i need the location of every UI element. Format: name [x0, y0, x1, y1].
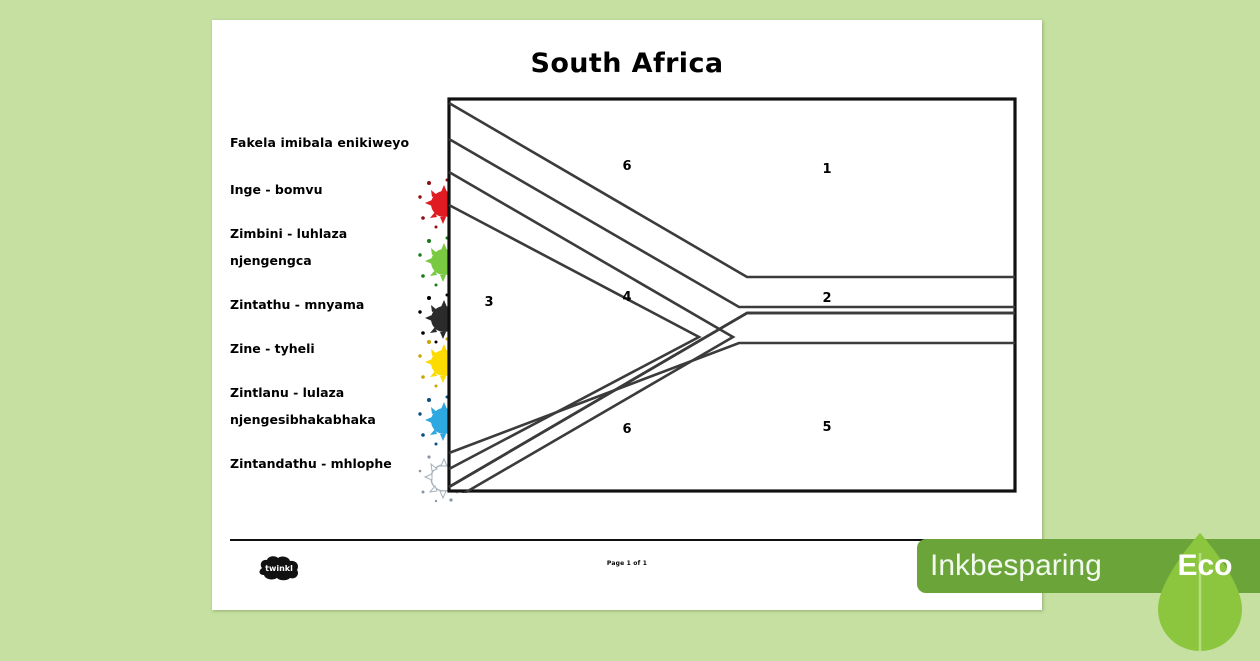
flag-region-number: 4 — [622, 290, 631, 305]
svg-text:twinkl: twinkl — [265, 564, 293, 573]
list-item: Zimbini - luhlaza njengengca — [230, 220, 468, 287]
page-footer: twinkl Page 1 of 1 — [230, 547, 1024, 587]
list-item: Zine - tyheli — [230, 335, 468, 388]
colour-key-legend: Fakela imibala enikiweyo Inge - bomvu — [230, 135, 468, 503]
flag-region-number: 6 — [622, 422, 631, 437]
legend-item-label: Inge - bomvu — [230, 182, 323, 197]
page-title: South Africa — [530, 48, 724, 79]
flag-region-number: 1 — [822, 162, 831, 177]
flag-region-number: 6 — [622, 159, 631, 174]
worksheet-page: South Africa Fakela imibala enikiweyo In… — [212, 20, 1042, 610]
list-item: Zintlanu - lulaza njengesibhakabhaka — [230, 379, 468, 446]
legend-item-label: Zimbini - luhlaza njengengca — [230, 226, 348, 268]
eco-label: Inkbesparing — [930, 549, 1102, 582]
eco-leaf-label: Eco — [1177, 549, 1233, 582]
flag-outline-diagram: 1 2 5 3 4 6 6 — [447, 97, 1017, 493]
list-item: Zintandathu - mhlophe — [230, 450, 468, 503]
legend-item-label: Zintlanu - lulaza njengesibhakabhaka — [230, 385, 376, 427]
list-item: Inge - bomvu — [230, 176, 468, 229]
legend-heading: Fakela imibala enikiweyo — [230, 135, 410, 150]
flag-region-number: 5 — [822, 420, 831, 435]
legend-item-label: Zintathu - mnyama — [230, 297, 365, 312]
flag-region-number: 3 — [484, 295, 493, 310]
flag-region-number: 2 — [822, 291, 831, 306]
page-count-label: Page 1 of 1 — [606, 560, 648, 567]
twinkl-logo: twinkl — [256, 555, 302, 581]
list-item: Zintathu - mnyama — [230, 291, 468, 344]
legend-item-label: Zintandathu - mhlophe — [230, 456, 392, 471]
footer-divider — [230, 539, 1024, 541]
legend-item-label: Zine - tyheli — [230, 341, 315, 356]
eco-badge: Inkbesparing Eco — [917, 531, 1260, 651]
